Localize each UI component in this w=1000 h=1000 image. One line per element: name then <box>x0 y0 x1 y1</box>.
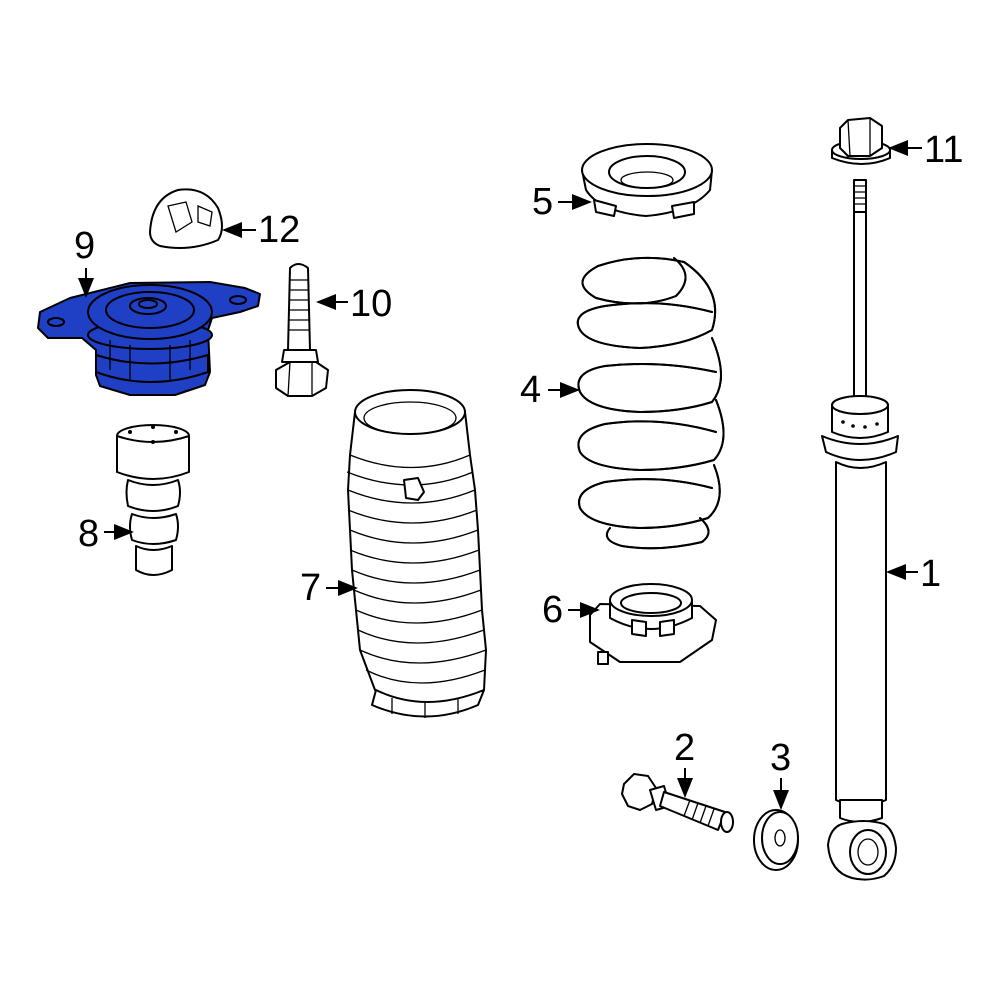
callout-4: 4 <box>520 369 580 411</box>
callout-11: 11 <box>888 129 963 171</box>
part-bump-stop[interactable] <box>116 424 190 576</box>
part-washer[interactable] <box>753 809 799 871</box>
part-flange-nut[interactable] <box>831 117 891 165</box>
label-6: 6 <box>542 589 563 631</box>
part-shock-absorber[interactable] <box>821 179 899 881</box>
callout-10: 10 <box>316 283 392 325</box>
callout-2: 2 <box>674 727 695 798</box>
label-3: 3 <box>770 737 791 779</box>
callout-3: 3 <box>770 737 791 810</box>
label-5: 5 <box>532 181 553 223</box>
callout-1: 1 <box>886 553 941 595</box>
callout-7: 7 <box>300 567 358 609</box>
callout-12: 12 <box>222 209 300 251</box>
label-2: 2 <box>674 727 695 769</box>
label-8: 8 <box>78 513 99 555</box>
callout-5: 5 <box>532 181 592 223</box>
part-stud-bolt[interactable] <box>275 263 329 397</box>
label-7: 7 <box>300 567 321 609</box>
label-9: 9 <box>74 225 95 267</box>
label-12: 12 <box>258 209 300 251</box>
part-coil-spring[interactable] <box>576 256 725 550</box>
label-11: 11 <box>924 129 963 171</box>
part-bolt[interactable] <box>621 773 734 833</box>
part-mount-cap[interactable] <box>149 188 223 249</box>
callout-9: 9 <box>74 225 95 298</box>
label-4: 4 <box>520 369 541 411</box>
label-10: 10 <box>350 283 392 325</box>
part-strut-mount[interactable] <box>37 281 261 396</box>
part-lower-spring-seat[interactable] <box>589 583 717 665</box>
callout-8: 8 <box>78 513 134 555</box>
part-dust-boot[interactable] <box>346 389 487 718</box>
part-upper-spring-seat[interactable] <box>581 143 713 219</box>
callout-6: 6 <box>542 589 600 631</box>
label-1: 1 <box>920 553 941 595</box>
